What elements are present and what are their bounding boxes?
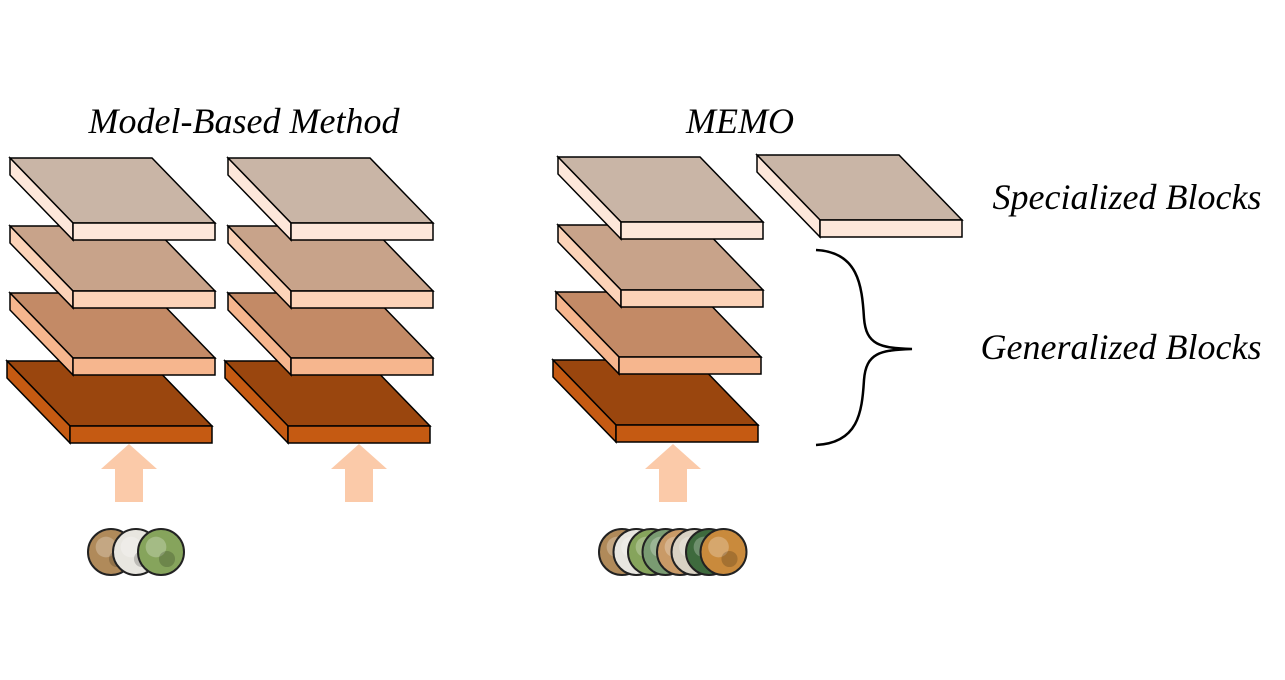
block-level-1 [556,155,765,241]
up-arrow-1 [101,444,157,502]
up-arrow-2 [331,444,387,502]
specialized-blocks-label: Specialized Blocks [993,177,1262,217]
block-level-3 [226,291,435,377]
block-level-3 [554,290,763,376]
block-level-2 [8,224,217,310]
memo-stack [551,155,765,444]
tiger-image-icon [699,528,748,576]
block-level-1 [8,156,217,242]
block-level-1 [226,156,435,242]
block-level-2 [556,223,765,309]
generalized-blocks-label: Generalized Blocks [981,327,1262,367]
block-level-4 [5,359,214,445]
generalized-brace [815,248,913,447]
specialized-block [755,153,964,239]
memo-input-images [598,528,748,576]
block-level-3 [8,291,217,377]
model-based-input-images [87,528,185,576]
up-arrow-3 [645,444,701,502]
model-based-stack-2 [223,156,435,445]
block-level-2 [226,224,435,310]
bird-image-icon [137,528,185,576]
model-based-method-title: Model-Based Method [88,101,401,141]
memo-title: MEMO [685,101,794,141]
block-level-4 [551,358,760,444]
input-arrows [101,444,701,502]
memo-specialized-block-extra [755,153,964,239]
block-level-4 [223,359,432,445]
model-based-stack-1 [5,156,217,445]
